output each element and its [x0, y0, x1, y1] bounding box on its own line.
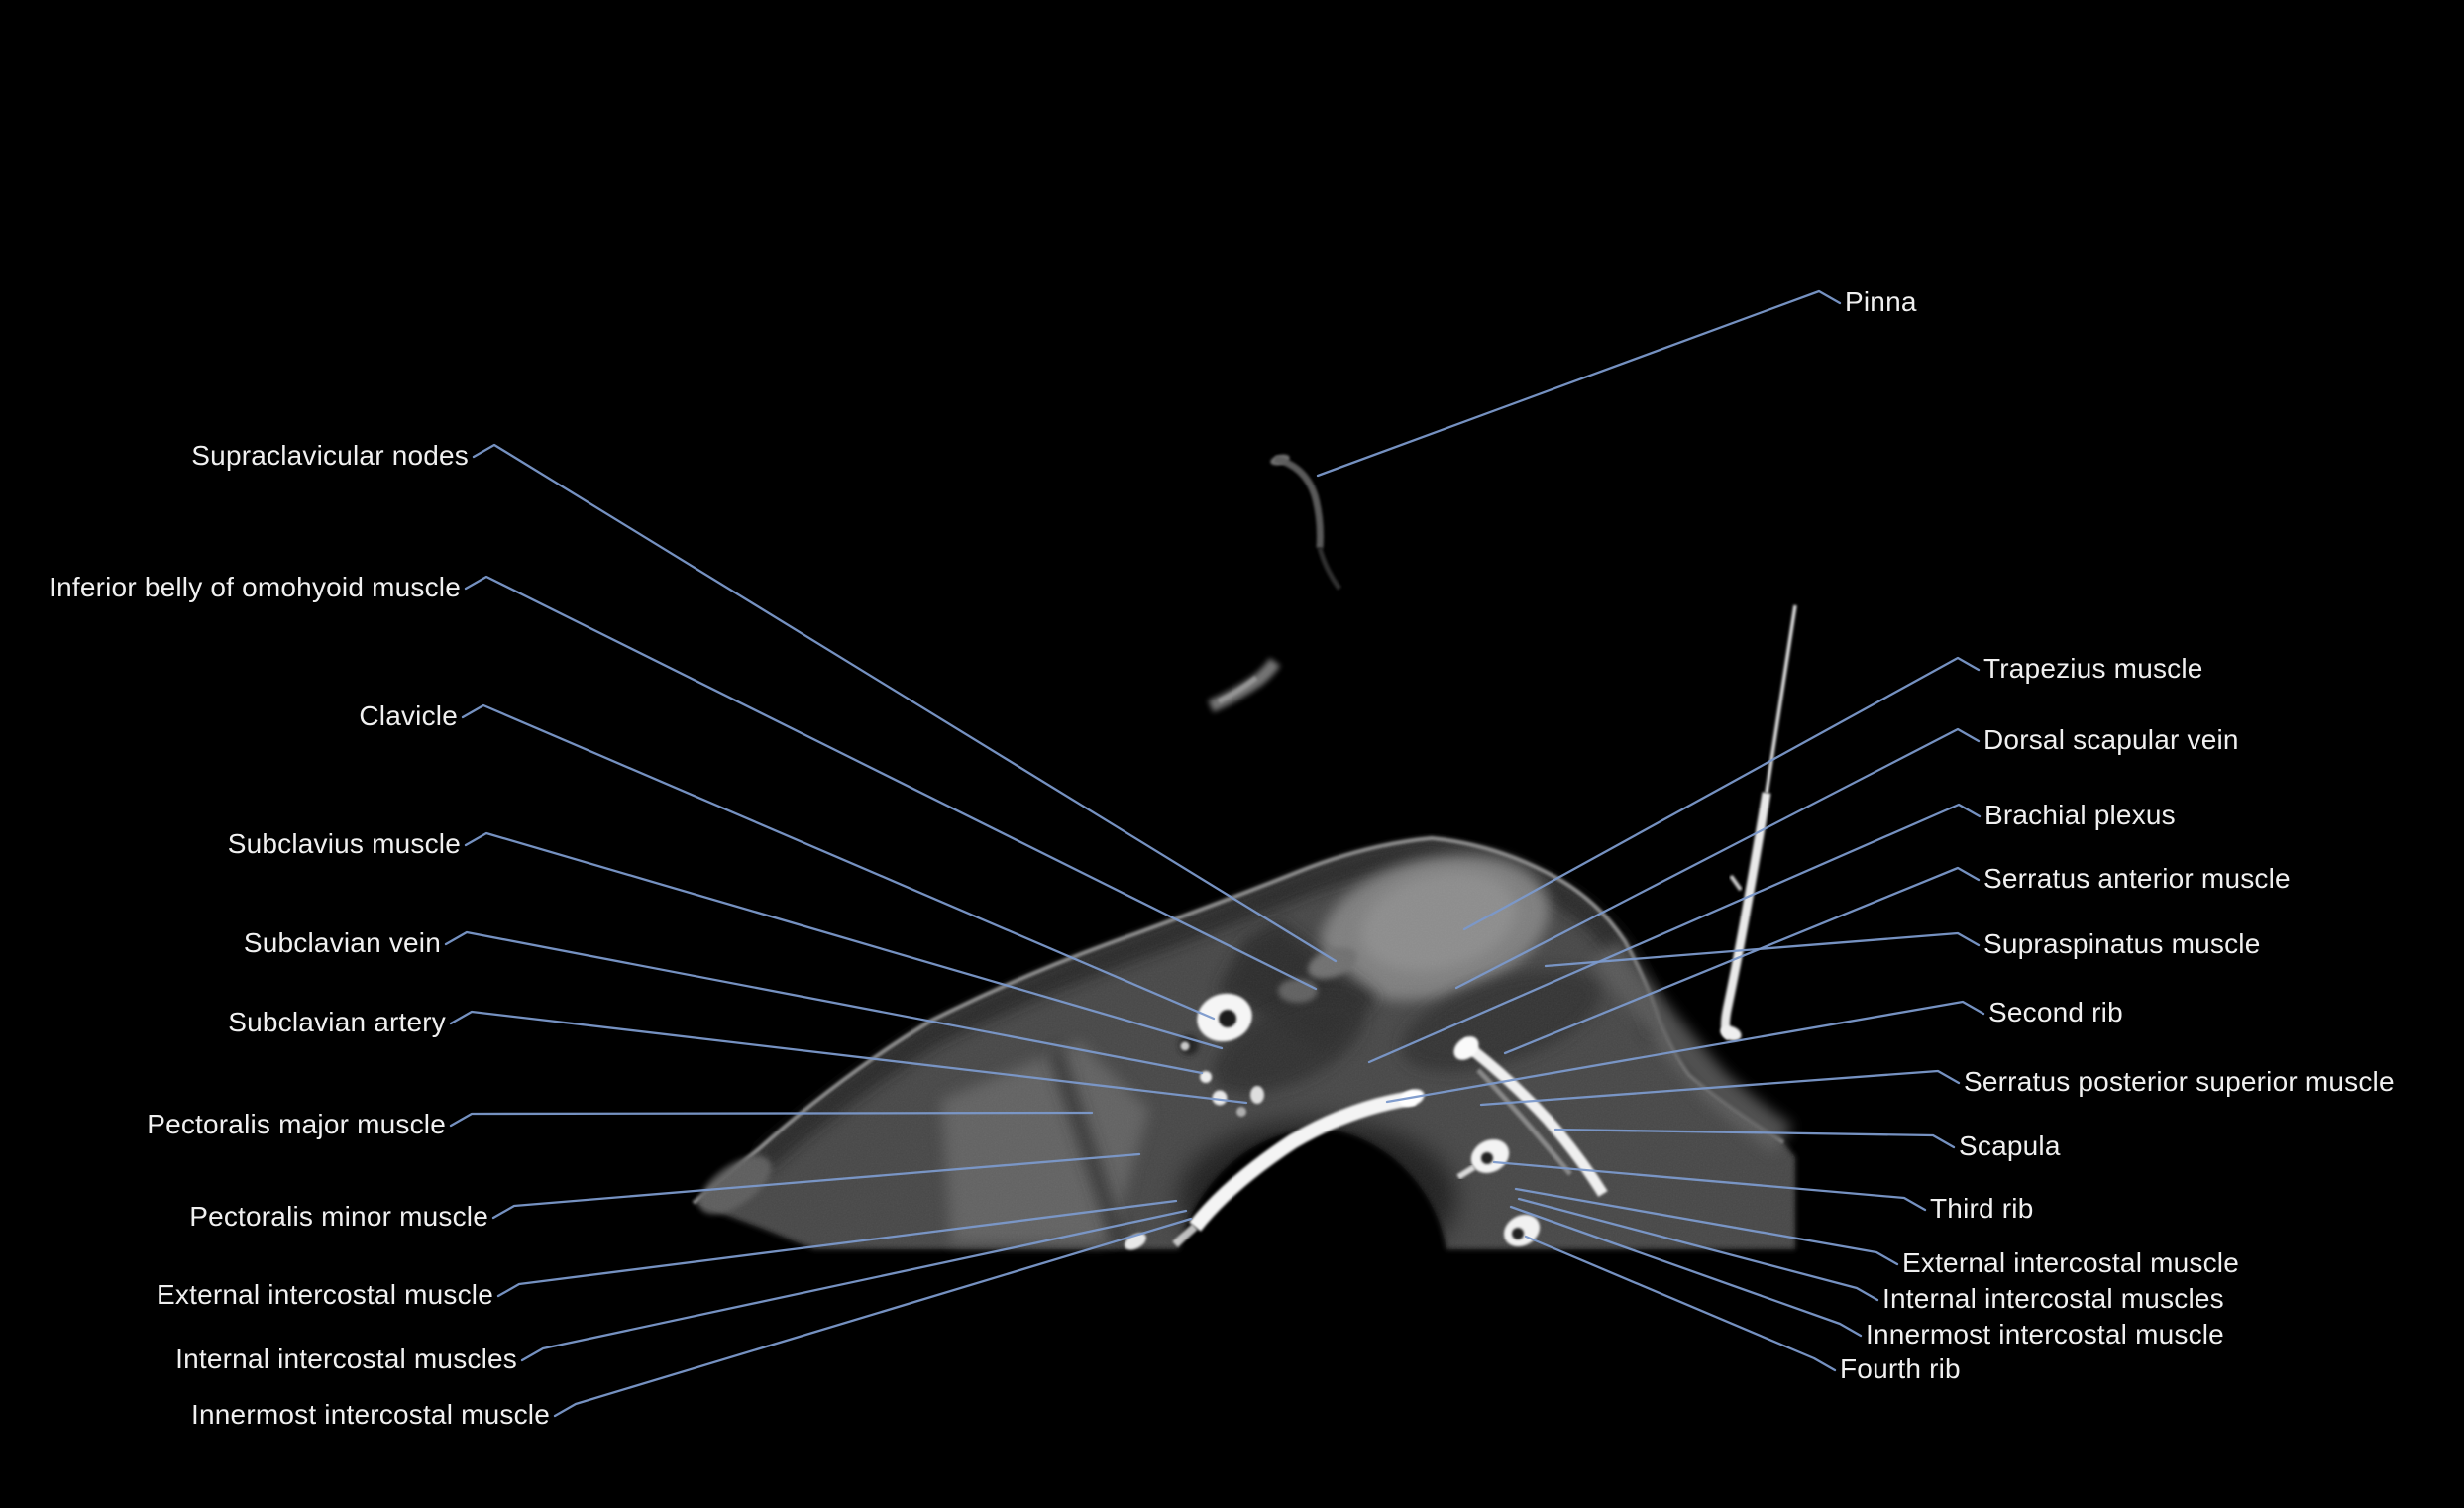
- needle-artifact: [1720, 604, 1797, 1041]
- leader-line: [1454, 727, 1981, 990]
- leader-line: [1553, 1128, 1956, 1149]
- leader-lines: [444, 289, 1985, 1418]
- leader-line: [461, 703, 1216, 1021]
- leader-line: [1492, 1160, 1927, 1212]
- leader-line: [520, 1209, 1188, 1362]
- leader-line: [1524, 1235, 1837, 1372]
- leader-line: [1509, 1205, 1863, 1338]
- leader-line: [444, 930, 1204, 1075]
- leader-line: [1385, 1000, 1985, 1104]
- leader-line: [1544, 931, 1981, 968]
- lung-air-space: [1179, 1120, 1456, 1278]
- ct-body: [692, 835, 1795, 1278]
- pinna-outline: [1270, 454, 1342, 591]
- leader-line: [464, 575, 1318, 991]
- leader-line: [1479, 1069, 1961, 1107]
- leader-line: [1462, 656, 1981, 931]
- subclavian-vessel-dots: [1180, 1041, 1264, 1117]
- leader-line: [1514, 1187, 1899, 1266]
- third-rib-cross-section: [1456, 1139, 1510, 1180]
- ear-lobule-outline: [1208, 658, 1281, 712]
- leader-line: [1503, 866, 1981, 1055]
- leader-line: [1316, 289, 1842, 478]
- leader-line: [449, 1010, 1248, 1105]
- leader-line: [1367, 803, 1982, 1064]
- leader-line: [496, 1199, 1178, 1298]
- leader-line: [491, 1152, 1141, 1220]
- leader-line: [553, 1217, 1193, 1418]
- leader-line: [472, 443, 1338, 963]
- leader-line: [464, 831, 1224, 1050]
- leader-line: [449, 1111, 1094, 1128]
- leader-line: [1517, 1197, 1879, 1302]
